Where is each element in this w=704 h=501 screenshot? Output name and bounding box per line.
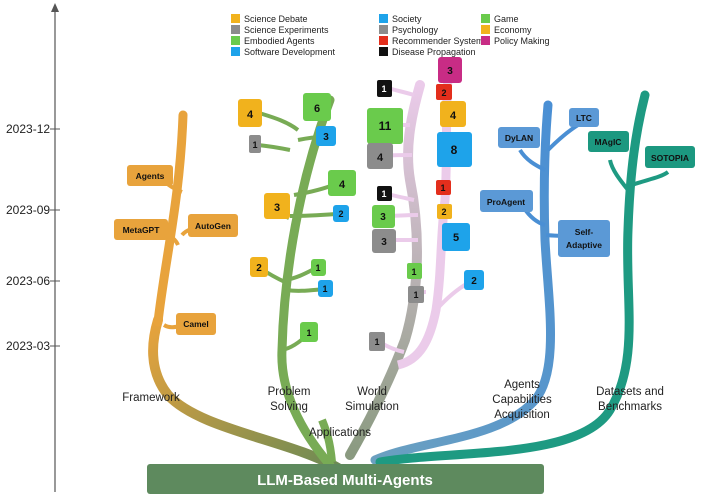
ps-count-software-development-3: 1	[322, 284, 327, 294]
branch-capabilities: DyLAN LTC ProAgent Self- Adaptive Agents…	[370, 100, 610, 465]
y-tick-2023-03: 2023-03	[6, 339, 50, 353]
svg-text:Disease Propagation: Disease Propagation	[392, 47, 476, 57]
legend-item-science-experiments: Science Experiments	[231, 25, 329, 35]
framework-box-autogen: AutoGen	[195, 221, 231, 231]
root-label: LLM-Based Multi-Agents	[257, 472, 433, 489]
legend-item-society: Society	[379, 14, 422, 24]
branch-label-acquisition: Acquisition	[494, 409, 550, 421]
legend-item-embodied-agents: Embodied Agents	[231, 36, 315, 46]
time-axis: 2023-12 2023-09 2023-06 2023-03	[6, 3, 60, 492]
branch-problem-solving: 4 6 1 3 4 3 2 2 1 1 1 Problem Solving	[238, 93, 356, 470]
branch-framework: Agents MetaGPT AutoGen Camel Framework	[114, 110, 343, 473]
capability-box-proagent: ProAgent	[487, 197, 525, 207]
legend-item-psychology: Psychology	[379, 25, 439, 35]
branch-world-simulation: 3 1 2 11 4 4 8 1 1 3 2 3 5 1 1 2 1 World…	[345, 57, 484, 460]
svg-text:Software Development: Software Development	[244, 47, 336, 57]
ws-count-society-2: 5	[453, 232, 459, 244]
ps-count-science-debate-2: 3	[274, 202, 280, 214]
legend-item-disease-propagation: Disease Propagation	[379, 47, 476, 57]
ws-count-society-1: 8	[451, 143, 458, 157]
legend: Science Debate Science Experiments Embod…	[231, 14, 550, 57]
branch-label-problem: Problem	[268, 386, 311, 398]
ws-count-game-1: 11	[379, 119, 392, 133]
ws-count-game-3: 1	[411, 267, 416, 277]
ps-count-software-development-1: 3	[323, 132, 329, 143]
ps-count-science-debate-1: 4	[247, 109, 254, 121]
y-tick-2023-06: 2023-06	[6, 274, 50, 288]
benchmark-box-magic: MAgIC	[595, 137, 622, 147]
ps-count-embodied-agents-1: 6	[314, 103, 320, 115]
svg-text:Policy Making: Policy Making	[494, 36, 550, 46]
ws-count-psychology-3: 1	[413, 290, 418, 300]
ws-count-economy-2: 2	[441, 207, 446, 217]
svg-text:Science Experiments: Science Experiments	[244, 25, 329, 35]
svg-text:Economy: Economy	[494, 25, 532, 35]
capability-box-dylan: DyLAN	[505, 133, 533, 143]
benchmark-box-sotopia: SOTOPIA	[651, 153, 689, 163]
branch-label-agents: Agents	[504, 379, 540, 391]
ps-count-science-debate-3: 2	[256, 263, 262, 274]
ws-count-psychology-2: 3	[381, 237, 387, 248]
branch-label-framework: Framework	[122, 392, 180, 404]
ps-count-embodied-agents-4: 1	[306, 328, 311, 338]
center-label-applications: Applications	[309, 427, 371, 439]
framework-box-camel: Camel	[183, 319, 209, 329]
y-tick-2023-09: 2023-09	[6, 203, 50, 217]
ps-count-embodied-agents-2: 4	[339, 179, 346, 191]
branch-label-benchmarks: Benchmarks	[598, 401, 662, 413]
legend-item-economy: Economy	[481, 25, 532, 35]
ps-count-embodied-agents-3: 1	[315, 263, 320, 273]
branch-datasets: MAgIC SOTOPIA Datasets and Benchmarks	[375, 90, 695, 467]
legend-item-software-development: Software Development	[231, 47, 336, 57]
ws-count-psychology-1: 4	[377, 152, 384, 164]
capability-box-self-adaptive-line2: Adaptive	[566, 240, 602, 250]
ws-count-society-3: 2	[471, 276, 477, 287]
branch-label-simulation: Simulation	[345, 401, 399, 413]
ws-count-economy-1: 4	[450, 110, 457, 122]
framework-box-metagpt: MetaGPT	[123, 225, 161, 235]
y-tick-2023-12: 2023-12	[6, 122, 50, 136]
branch-label-capabilities: Capabilities	[492, 394, 552, 406]
svg-text:Psychology: Psychology	[392, 25, 439, 35]
legend-item-recommender-system: Recommender System	[379, 36, 484, 46]
ws-count-disease-propagation-2: 1	[381, 189, 386, 199]
svg-text:Recommender System: Recommender System	[392, 36, 484, 46]
svg-text:Science Debate: Science Debate	[244, 14, 308, 24]
ws-count-policy-making: 3	[447, 66, 453, 77]
svg-text:Embodied Agents: Embodied Agents	[244, 36, 315, 46]
svg-text:Game: Game	[494, 14, 519, 24]
svg-text:Society: Society	[392, 14, 422, 24]
branch-label-datasets-and: Datasets and	[596, 386, 664, 398]
ws-count-psychology-4: 1	[374, 337, 379, 347]
legend-item-game: Game	[481, 14, 519, 24]
branch-label-world: World	[357, 386, 387, 398]
root-node: LLM-Based Multi-Agents	[147, 464, 544, 494]
ps-count-software-development-2: 2	[338, 209, 343, 219]
ws-count-game-2: 3	[380, 212, 386, 223]
ws-count-recommender-system-2: 1	[440, 183, 445, 193]
ps-count-science-experiments-1: 1	[252, 140, 257, 150]
legend-item-science-debate: Science Debate	[231, 14, 308, 24]
ws-count-disease-propagation-1: 1	[381, 84, 386, 94]
legend-item-policy-making: Policy Making	[481, 36, 550, 46]
branch-label-solving: Solving	[270, 401, 308, 413]
framework-box-agents: Agents	[136, 171, 165, 181]
capability-box-ltc: LTC	[576, 113, 592, 123]
capability-box-self-adaptive-line1: Self-	[575, 227, 594, 237]
ws-count-recommender-system-1: 2	[441, 88, 446, 98]
